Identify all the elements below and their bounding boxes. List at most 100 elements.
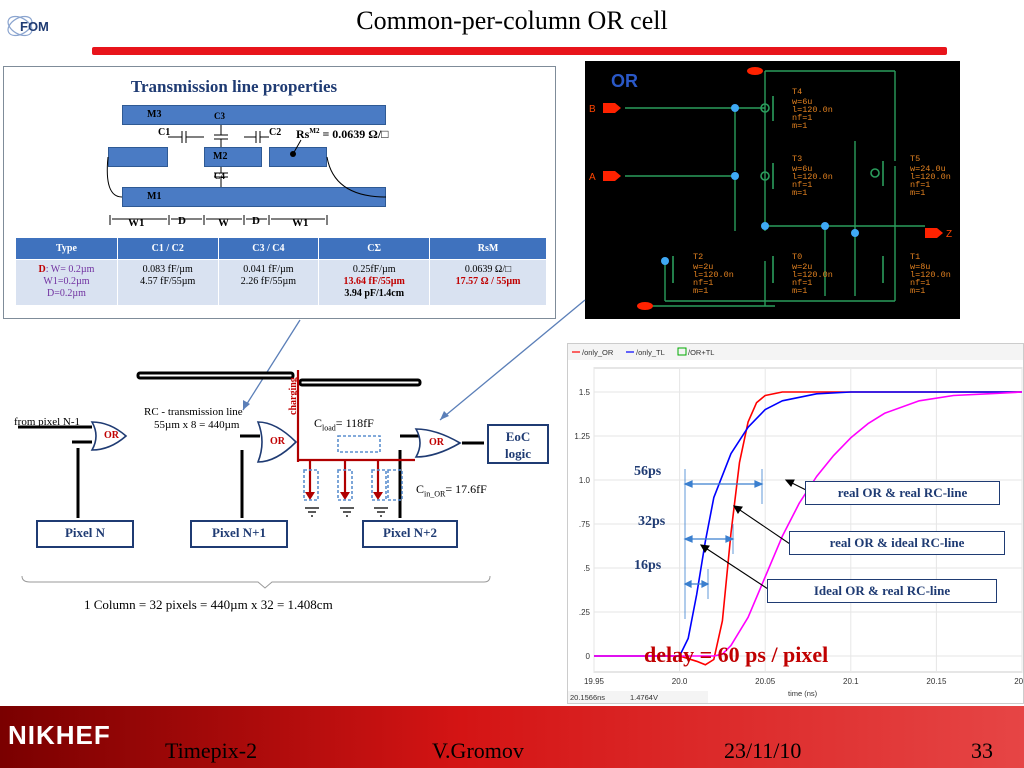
- svg-text:m=1: m=1: [693, 286, 708, 296]
- x-tick-label: 20.0: [672, 677, 688, 686]
- series-line-2: [594, 391, 1023, 657]
- cload-label: Cload= 118fF: [314, 416, 374, 433]
- x-tick-label: 19.95: [584, 677, 605, 686]
- fom-logo-icon: FOM: [7, 15, 49, 37]
- nikhef-logo: NIKHEF: [8, 720, 111, 750]
- svg-text:l=120.0n: l=120.0n: [792, 105, 833, 115]
- logo-text: FOM: [20, 19, 49, 34]
- cursor-y-readout: 1.4764V: [630, 693, 658, 702]
- x-tick-label: 20.1: [843, 677, 859, 686]
- series-line-1: [594, 391, 1022, 657]
- y-tick-label: .75: [579, 520, 591, 529]
- x-tick-label: 20.15: [926, 677, 947, 686]
- cap-c1-label: C1: [158, 127, 171, 138]
- svg-text:T4: T4: [792, 87, 802, 97]
- svg-text:w=24.0u: w=24.0u: [910, 164, 946, 174]
- or-gate-3-label: OR: [429, 437, 444, 448]
- dim-w1-left: W1: [128, 217, 145, 229]
- transmission-line-panel: Transmission line properties M3 M2 M1 C3…: [3, 66, 556, 319]
- svg-text:nf=1: nf=1: [910, 180, 930, 190]
- svg-text:nf=1: nf=1: [693, 278, 713, 288]
- svg-text:nf=1: nf=1: [792, 278, 812, 288]
- svg-text:m=1: m=1: [910, 286, 925, 296]
- svg-text:m=1: m=1: [792, 121, 807, 131]
- column-note: 1 Column = 32 pixels = 440µm x 32 = 1.40…: [84, 597, 333, 612]
- header-type: Type: [15, 237, 118, 260]
- footer-page-number: 33: [971, 738, 993, 763]
- dim-d-left: D: [178, 215, 186, 227]
- header-c12: C1 / C2: [116, 237, 219, 260]
- svg-text:T5: T5: [910, 154, 920, 164]
- cell-rs: 0.0639 Ω/□ 17.57 Ω / 55µm: [429, 259, 547, 306]
- cursor-x-readout: 20.1566ns: [570, 693, 605, 702]
- plot-series: [594, 391, 1023, 666]
- header-c34: C3 / C4: [217, 237, 320, 260]
- dim-d-right: D: [252, 215, 260, 227]
- pixel-n1-box: Pixel N+1: [190, 520, 288, 548]
- or-gate-2-label: OR: [270, 436, 285, 447]
- y-tick-label: 1.5: [579, 388, 591, 397]
- legend-only-or: /only_OR: [582, 348, 614, 357]
- rc-line-label-1: RC - transmission line: [144, 406, 243, 418]
- header-rs: RsM: [429, 237, 547, 260]
- charging-label: charging: [288, 377, 299, 415]
- schematic-drawing: OR B A Z T4 w=6u l=120.0n nf=1 m=1 T3 w=…: [589, 67, 952, 310]
- y-tick-label: .25: [579, 608, 591, 617]
- column-diagram: from pixel N-1 OR OR OR RC - transmissio…: [0, 340, 560, 620]
- column-drawing: [18, 370, 491, 589]
- svg-text:l=120.0n: l=120.0n: [792, 172, 833, 182]
- y-tick-label: 1.25: [574, 432, 590, 441]
- svg-text:l=120.0n: l=120.0n: [910, 172, 951, 182]
- cap-symbols: [106, 125, 387, 225]
- x-axis-label: time (ns): [788, 689, 818, 698]
- footer-bar: [0, 706, 1024, 768]
- layer-m1: M1: [122, 187, 386, 207]
- delay-16ps: 16ps: [634, 558, 662, 573]
- svg-text:m=1: m=1: [792, 188, 807, 198]
- rs-annotation: RsM2 = 0.0639 Ω/□: [296, 127, 389, 141]
- svg-text:T1: T1: [910, 252, 920, 262]
- svg-text:nf=1: nf=1: [910, 278, 930, 288]
- transistor-t1: T1 w=8u l=120.0n nf=1 m=1: [910, 252, 951, 296]
- svg-text:m=1: m=1: [910, 188, 925, 198]
- svg-text:l=120.0n: l=120.0n: [910, 270, 951, 280]
- cell-type: D: W= 0.2µm W1=0.2µm D=0.2µm: [15, 259, 118, 306]
- rc-line-label-2: 55µm x 8 = 440µm: [154, 419, 240, 431]
- transistor-t4: T4 w=6u l=120.0n nf=1 m=1: [792, 87, 833, 131]
- footer-date: 23/11/10: [724, 738, 802, 763]
- svg-text:nf=1: nf=1: [792, 113, 812, 123]
- svg-text:l=120.0n: l=120.0n: [792, 270, 833, 280]
- svg-text:l=120.0n: l=120.0n: [693, 270, 734, 280]
- x-tick-label: 20.05: [755, 677, 776, 686]
- from-pixel-label: from pixel N-1: [14, 416, 80, 428]
- or-schematic: OR B A Z T4 w=6u l=120.0n nf=1 m=1 T3 w=…: [585, 61, 960, 319]
- input-b-label: B: [589, 104, 596, 115]
- cell-csum: 0.25fF/µm 13.64 fF/55µm 3.94 pF/1.4cm: [318, 259, 431, 306]
- footer-project: Timepix-2: [165, 738, 258, 763]
- layer-m3: M3: [122, 105, 386, 125]
- y-tick-label: 0: [586, 652, 591, 661]
- transistor-t5: T5 w=24.0u l=120.0n nf=1 m=1: [910, 154, 951, 198]
- delay-32ps: 32ps: [638, 514, 666, 529]
- delay-per-pixel: delay = 60 ps / pixel: [644, 642, 829, 667]
- delay-56ps: 56ps: [634, 464, 662, 479]
- callout-real-or-ideal-rc: real OR & ideal RC-line: [789, 531, 1005, 555]
- dim-w: W: [218, 217, 229, 229]
- dim-w1-right: W1: [292, 217, 309, 229]
- cell-c34: 0.041 fF/µm 2.26 fF/55µm: [217, 259, 320, 306]
- svg-text:T0: T0: [792, 252, 802, 262]
- svg-text:w=2u: w=2u: [693, 262, 713, 272]
- properties-table: Type C1 / C2 C3 / C4 CΣ RsM D: W= 0.2µm …: [15, 237, 547, 306]
- svg-text:w=2u: w=2u: [792, 262, 812, 272]
- table-header-row: Type C1 / C2 C3 / C4 CΣ RsM: [15, 237, 547, 260]
- m2-left-strip: [108, 147, 168, 167]
- layer-m2: M2: [204, 147, 262, 167]
- legend-only-tl: /only_TL: [636, 348, 665, 357]
- svg-text:T3: T3: [792, 154, 802, 164]
- title-underline: [92, 47, 947, 55]
- legend-or-tl: /OR+TL: [688, 348, 714, 357]
- output-z-label: Z: [946, 229, 952, 240]
- transistor-t2: T2 w=2u l=120.0n nf=1 m=1: [693, 252, 734, 296]
